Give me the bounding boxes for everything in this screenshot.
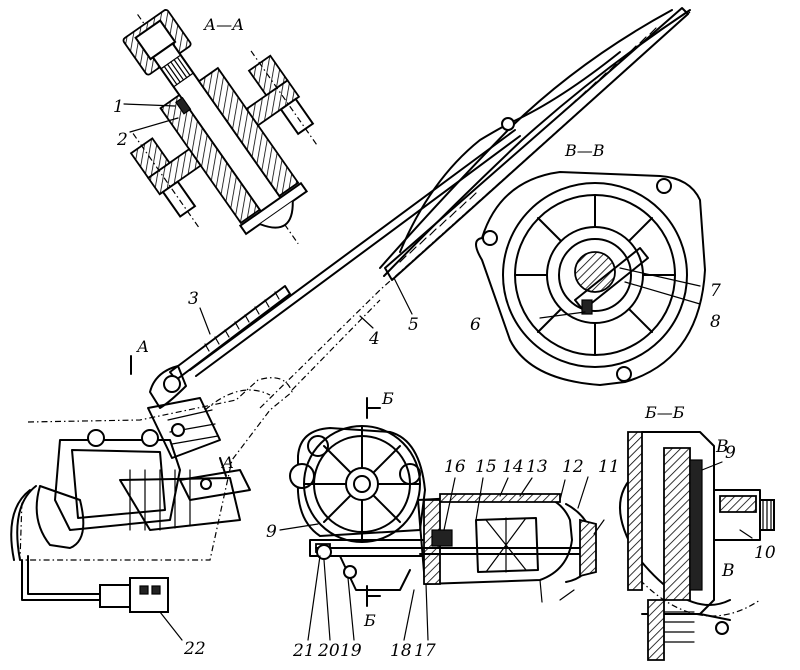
label-22: 22 bbox=[183, 639, 206, 659]
cut-mark-b-bottom: Б bbox=[363, 611, 376, 630]
section-vv-title: В—В bbox=[564, 141, 605, 160]
section-bb-title: Б—Б bbox=[644, 403, 685, 422]
label-20: 20 bbox=[317, 641, 340, 661]
label-7: 7 bbox=[710, 281, 721, 301]
cut-mark-a-bottom: А bbox=[221, 453, 234, 472]
label-v-bottom: В bbox=[721, 561, 735, 581]
section-aa-drawing bbox=[122, 9, 318, 245]
label-14: 14 bbox=[502, 457, 524, 477]
label-9-right: 9 bbox=[725, 443, 736, 463]
label-3: 3 bbox=[188, 289, 199, 309]
label-5: 5 bbox=[408, 315, 419, 335]
label-16: 16 bbox=[444, 457, 466, 477]
cut-mark-a-top: А bbox=[136, 337, 149, 356]
label-18: 18 bbox=[390, 641, 412, 661]
label-13: 13 bbox=[526, 457, 548, 477]
label-17: 17 bbox=[414, 641, 436, 661]
label-4: 4 bbox=[368, 329, 380, 349]
label-12: 12 bbox=[562, 457, 584, 477]
section-bb-drawing bbox=[619, 431, 775, 661]
label-15: 15 bbox=[475, 457, 497, 477]
label-1: 1 bbox=[113, 97, 124, 117]
label-6: 6 bbox=[470, 315, 481, 335]
label-21: 21 bbox=[292, 641, 315, 661]
label-9-left: 9 bbox=[266, 522, 277, 542]
label-19: 19 bbox=[340, 641, 362, 661]
label-v-top: В bbox=[715, 437, 729, 457]
label-2: 2 bbox=[116, 130, 128, 150]
section-vv-drawing bbox=[475, 171, 706, 386]
cut-mark-b-top: Б bbox=[381, 389, 394, 408]
label-11: 11 bbox=[598, 457, 620, 477]
motor-gear-reducer bbox=[289, 425, 597, 603]
wiper-arm-and-blade bbox=[149, 7, 691, 409]
label-10: 10 bbox=[754, 543, 776, 563]
section-aa-title: А—А bbox=[203, 15, 244, 34]
label-8: 8 bbox=[710, 312, 721, 332]
motor-mount-assembly bbox=[10, 377, 293, 641]
